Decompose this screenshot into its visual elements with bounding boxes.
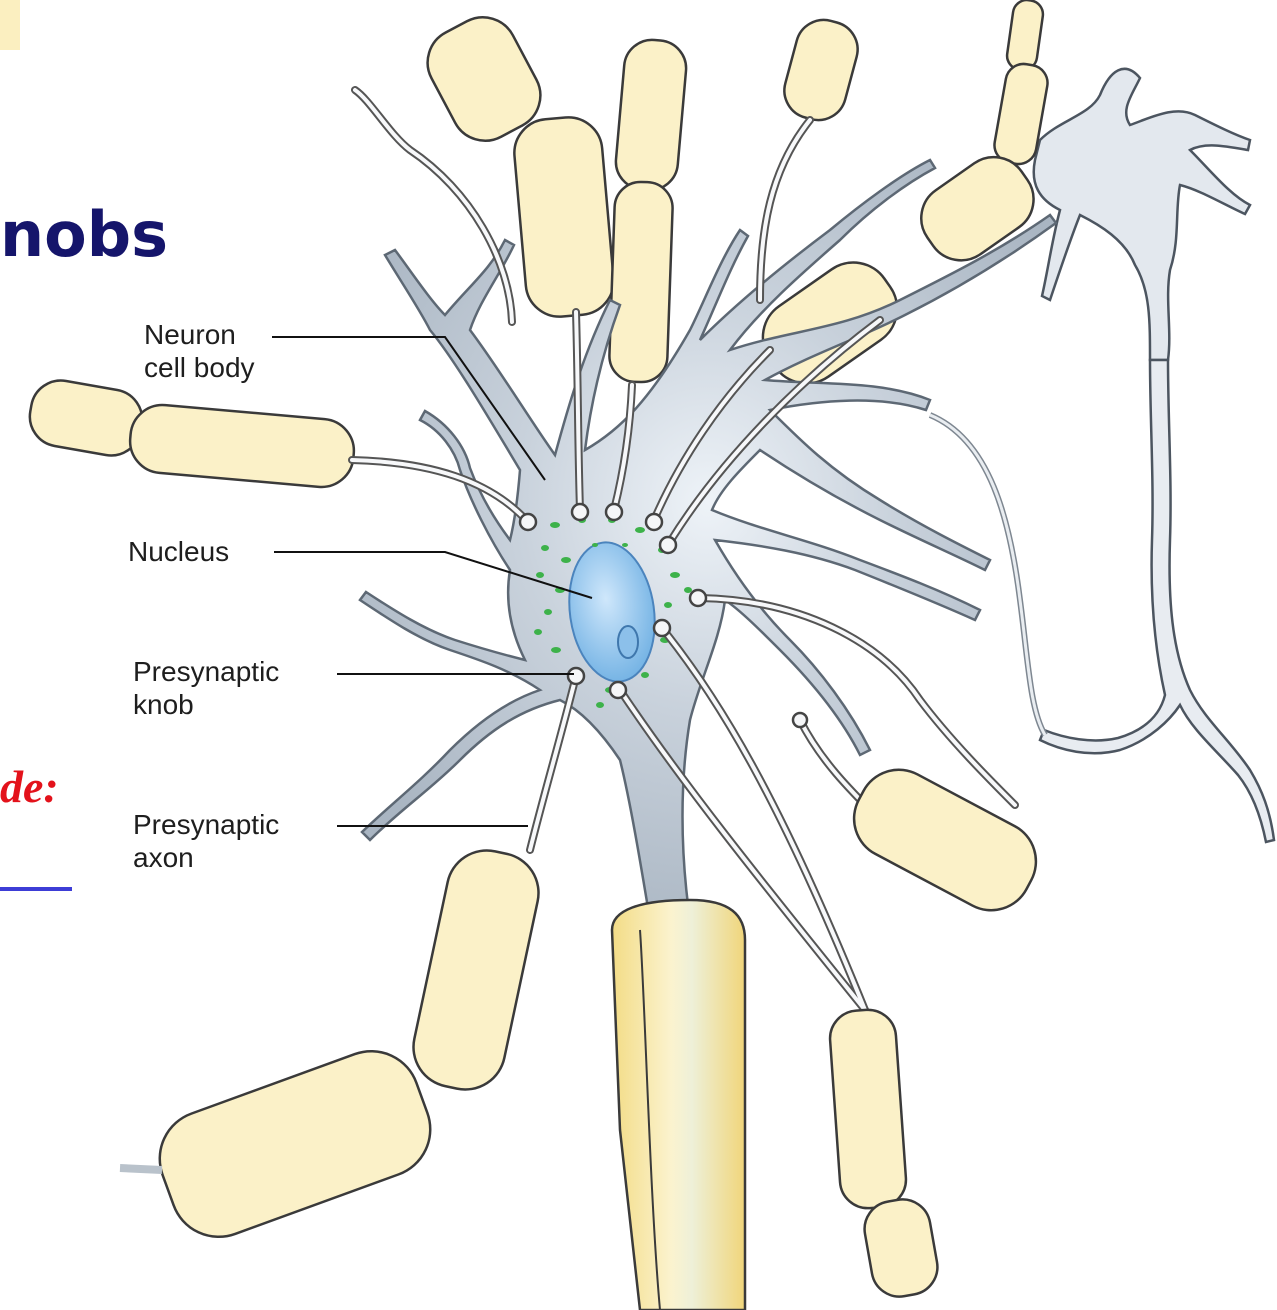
myelin-sheath-segments xyxy=(25,0,1050,490)
label-presynaptic-axon: Presynaptic axon xyxy=(133,808,279,874)
efferent-axon xyxy=(612,900,745,1310)
neighbor-neuron xyxy=(1034,69,1274,842)
myelin-sheath-lower xyxy=(146,756,1050,1301)
label-presynaptic-knob: Presynaptic knob xyxy=(133,655,279,721)
nucleolus xyxy=(618,626,638,658)
label-neuron-cell-body: Neuron cell body xyxy=(144,318,255,384)
long-dendrite-line xyxy=(930,415,1045,735)
label-nucleus: Nucleus xyxy=(128,535,229,568)
